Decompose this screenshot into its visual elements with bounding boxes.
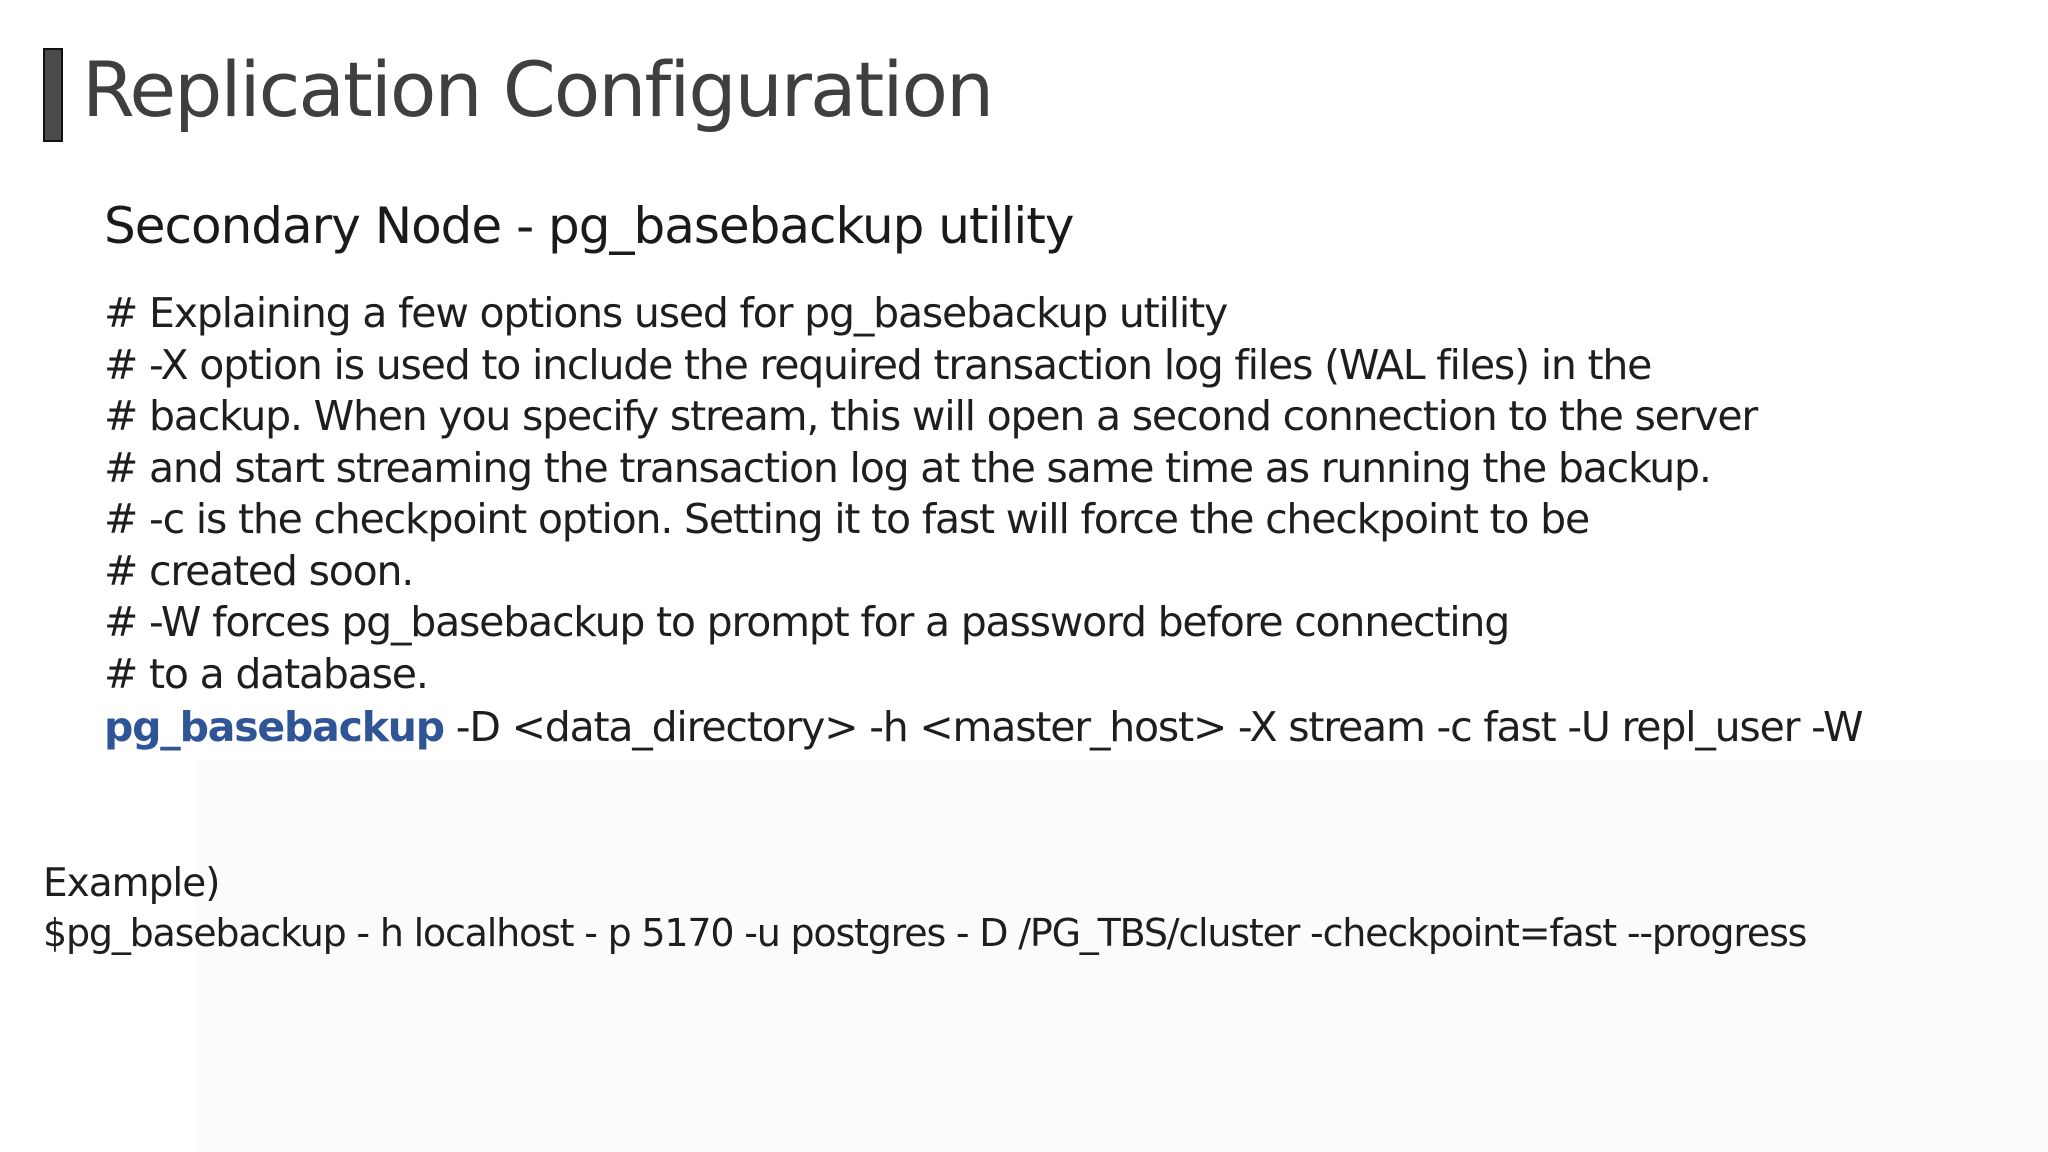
- comment-line: # created soon.: [104, 546, 414, 595]
- command-line: pg_basebackup -D <data_directory> -h <ma…: [104, 700, 1864, 754]
- comment-line: # backup. When you specify stream, this …: [104, 392, 1758, 440]
- comment-line: # -c is the checkpoint option. Setting i…: [104, 495, 1590, 543]
- example-label: Example): [43, 861, 220, 906]
- slide-subtitle: Secondary Node - pg_basebackup utility: [104, 197, 1074, 255]
- comment-line: # and start streaming the transaction lo…: [104, 443, 1712, 492]
- background-panel: [195, 760, 2048, 1152]
- comment-line: # -W forces pg_basebackup to prompt for …: [104, 598, 1510, 646]
- slide-title: Replication Configuration: [82, 45, 994, 134]
- code-comment-block: # Explaining a few options used for pg_b…: [104, 288, 1864, 754]
- title-accent-bar: [43, 48, 63, 142]
- comment-line: # to a database.: [104, 649, 429, 698]
- comment-line: # -X option is used to include the requi…: [104, 340, 1652, 389]
- command-arguments: -D <data_directory> -h <master_host> -X …: [443, 703, 1864, 751]
- comment-line: # Explaining a few options used for pg_b…: [104, 289, 1228, 337]
- command-name: pg_basebackup: [104, 703, 445, 751]
- example-command: $pg_basebackup - h localhost - p 5170 -u…: [43, 911, 1807, 955]
